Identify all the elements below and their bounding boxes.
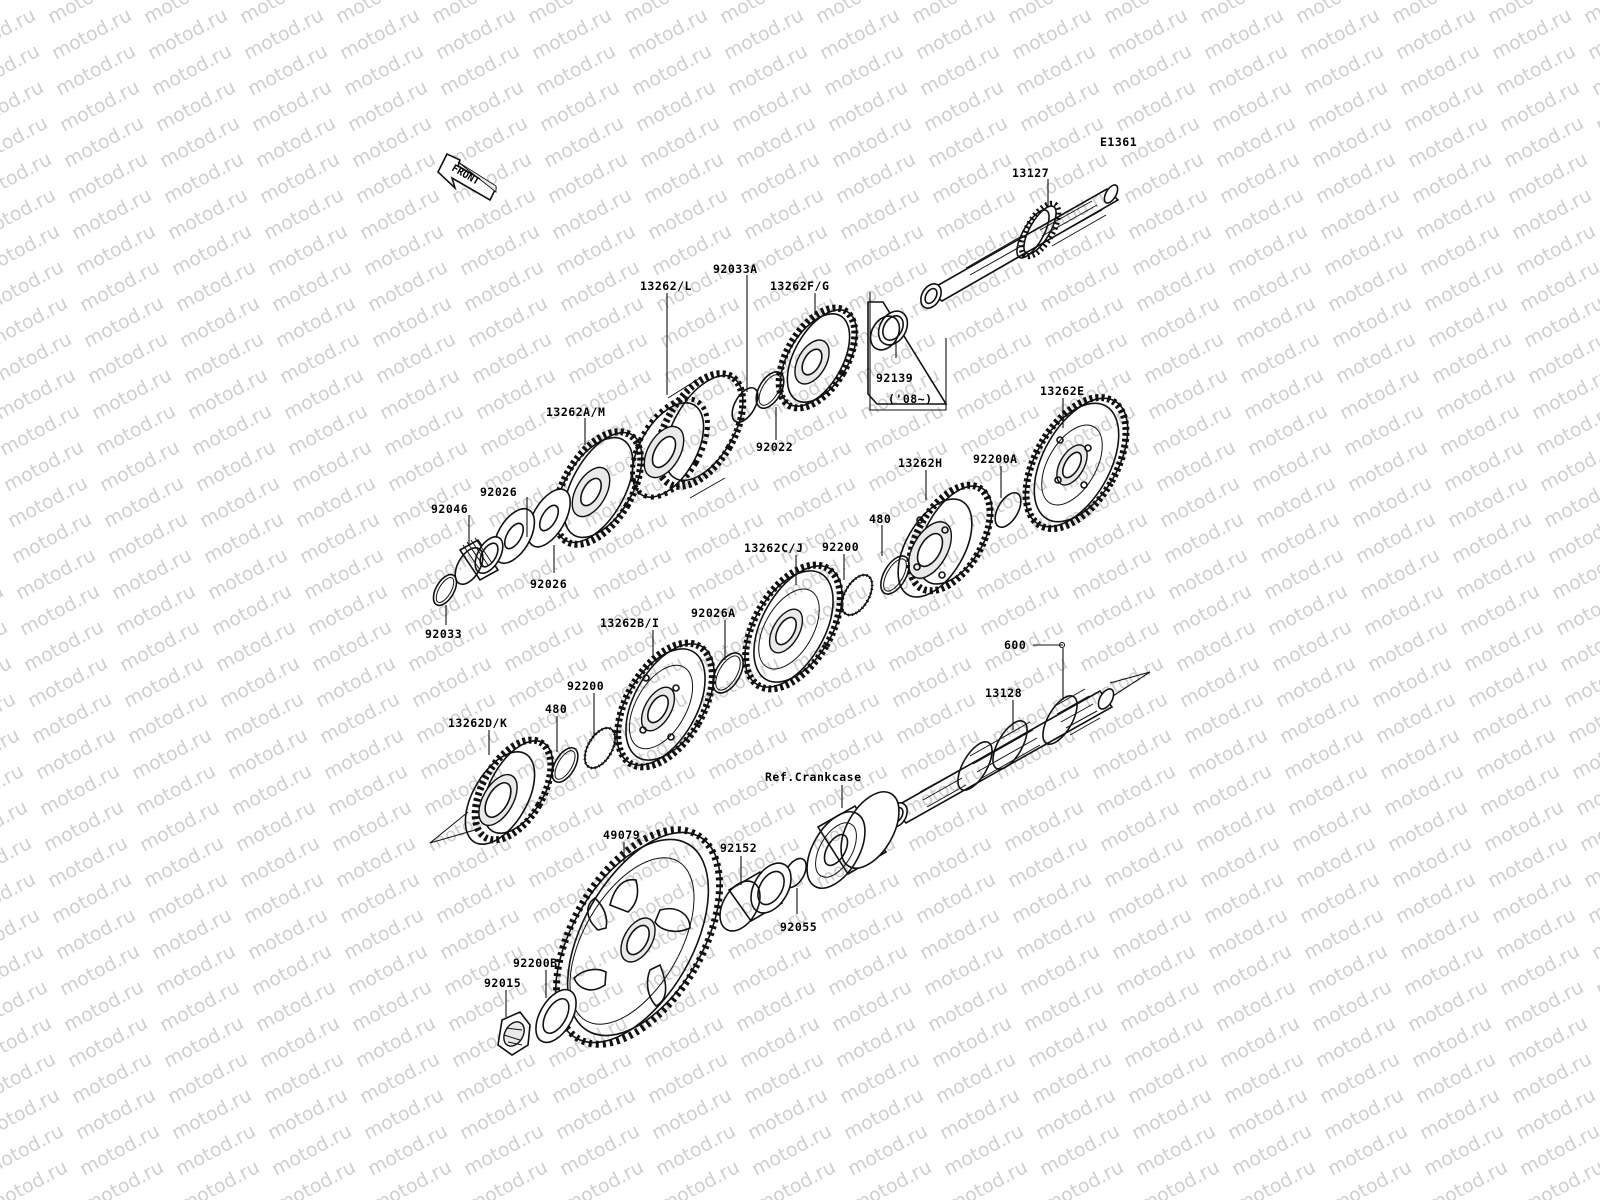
label-13262CJ: 13262C/J xyxy=(744,541,803,555)
label-13262E: 13262E xyxy=(1040,384,1085,398)
label-600: 600 xyxy=(1004,638,1026,652)
circlip-480-upper xyxy=(880,555,910,595)
lock-washer-92200B xyxy=(535,988,577,1044)
washer-92026A xyxy=(712,652,744,694)
label-13262L: 13262/L xyxy=(640,279,692,293)
label-92022: 92022 xyxy=(756,440,793,454)
gear-13262AM xyxy=(551,428,645,548)
output-shaft-13127 xyxy=(920,184,1120,309)
gear-13262BI xyxy=(614,639,716,771)
washer-92033A xyxy=(731,387,759,423)
bearing-92139 xyxy=(867,301,948,405)
front-arrow-icon: FRONT xyxy=(437,152,498,202)
sprocket-49079 xyxy=(552,826,724,1048)
label-92152: 92152 xyxy=(720,841,757,855)
label-13262FG: 13262F/G xyxy=(770,279,829,293)
leader-lines xyxy=(445,179,1066,1017)
gear-13262H xyxy=(897,481,994,598)
crankcase-bearing xyxy=(806,791,900,889)
label-92200-low: 92200 xyxy=(567,679,604,693)
part-labels: 13127 13262F/G 92139 ('08~) 92033A 13262… xyxy=(425,166,1085,990)
label-480-top: 480 xyxy=(869,512,891,526)
label-92046: 92046 xyxy=(431,502,468,516)
label-92026-top: 92026 xyxy=(480,485,517,499)
label-92200B: 92200B xyxy=(513,956,558,970)
label-92200-mid: 92200 xyxy=(822,540,859,554)
label-92033: 92033 xyxy=(425,627,462,641)
label-ref-crankcase: Ref.Crankcase xyxy=(765,770,862,784)
needle-bearing-92046 xyxy=(454,536,504,585)
label-92015: 92015 xyxy=(484,976,521,990)
diagram-code: E1361 xyxy=(1100,135,1137,149)
label-92200A: 92200A xyxy=(973,452,1018,466)
bracket-92139 xyxy=(869,292,947,411)
circlip-92022 xyxy=(755,371,785,409)
label-13128: 13128 xyxy=(985,686,1022,700)
label-92026A: 92026A xyxy=(691,606,736,620)
gear-13262CJ xyxy=(742,561,844,693)
label-13127: 13127 xyxy=(1012,166,1049,180)
washer-92200A xyxy=(994,492,1022,528)
label-13262BI: 13262B/I xyxy=(600,616,659,630)
label-92033A: 92033A xyxy=(713,262,758,276)
gear-13262DK xyxy=(464,736,555,845)
washer-92200-mid xyxy=(840,573,874,617)
label-480-low: 480 xyxy=(545,702,567,716)
gear-13262L xyxy=(630,370,747,500)
axis-arrow-left xyxy=(429,811,476,844)
circlip-480-lower xyxy=(551,747,579,783)
washer-92026-upper xyxy=(527,488,571,548)
gear-13262FG xyxy=(775,304,859,412)
label-92055: 92055 xyxy=(780,920,817,934)
gear-13262E xyxy=(1022,394,1130,532)
drive-shaft-13128 xyxy=(886,688,1115,828)
axis-arrow-right xyxy=(1109,671,1151,697)
nut-92015 xyxy=(497,1011,531,1056)
label-13262AM: 13262A/M xyxy=(546,405,605,419)
collar-92152 xyxy=(719,862,792,932)
label-49079: 49079 xyxy=(603,828,640,842)
circlip-92033 xyxy=(432,573,458,607)
washer-92026-lower xyxy=(492,508,536,564)
label-13262H: 13262H xyxy=(898,456,943,470)
label-13262DK: 13262D/K xyxy=(448,716,507,730)
label-92139: 92139 xyxy=(876,371,913,385)
label-92139-note: ('08~) xyxy=(888,392,933,406)
washer-92200-lower xyxy=(583,726,617,770)
label-92026-bottom: 92026 xyxy=(530,577,567,591)
